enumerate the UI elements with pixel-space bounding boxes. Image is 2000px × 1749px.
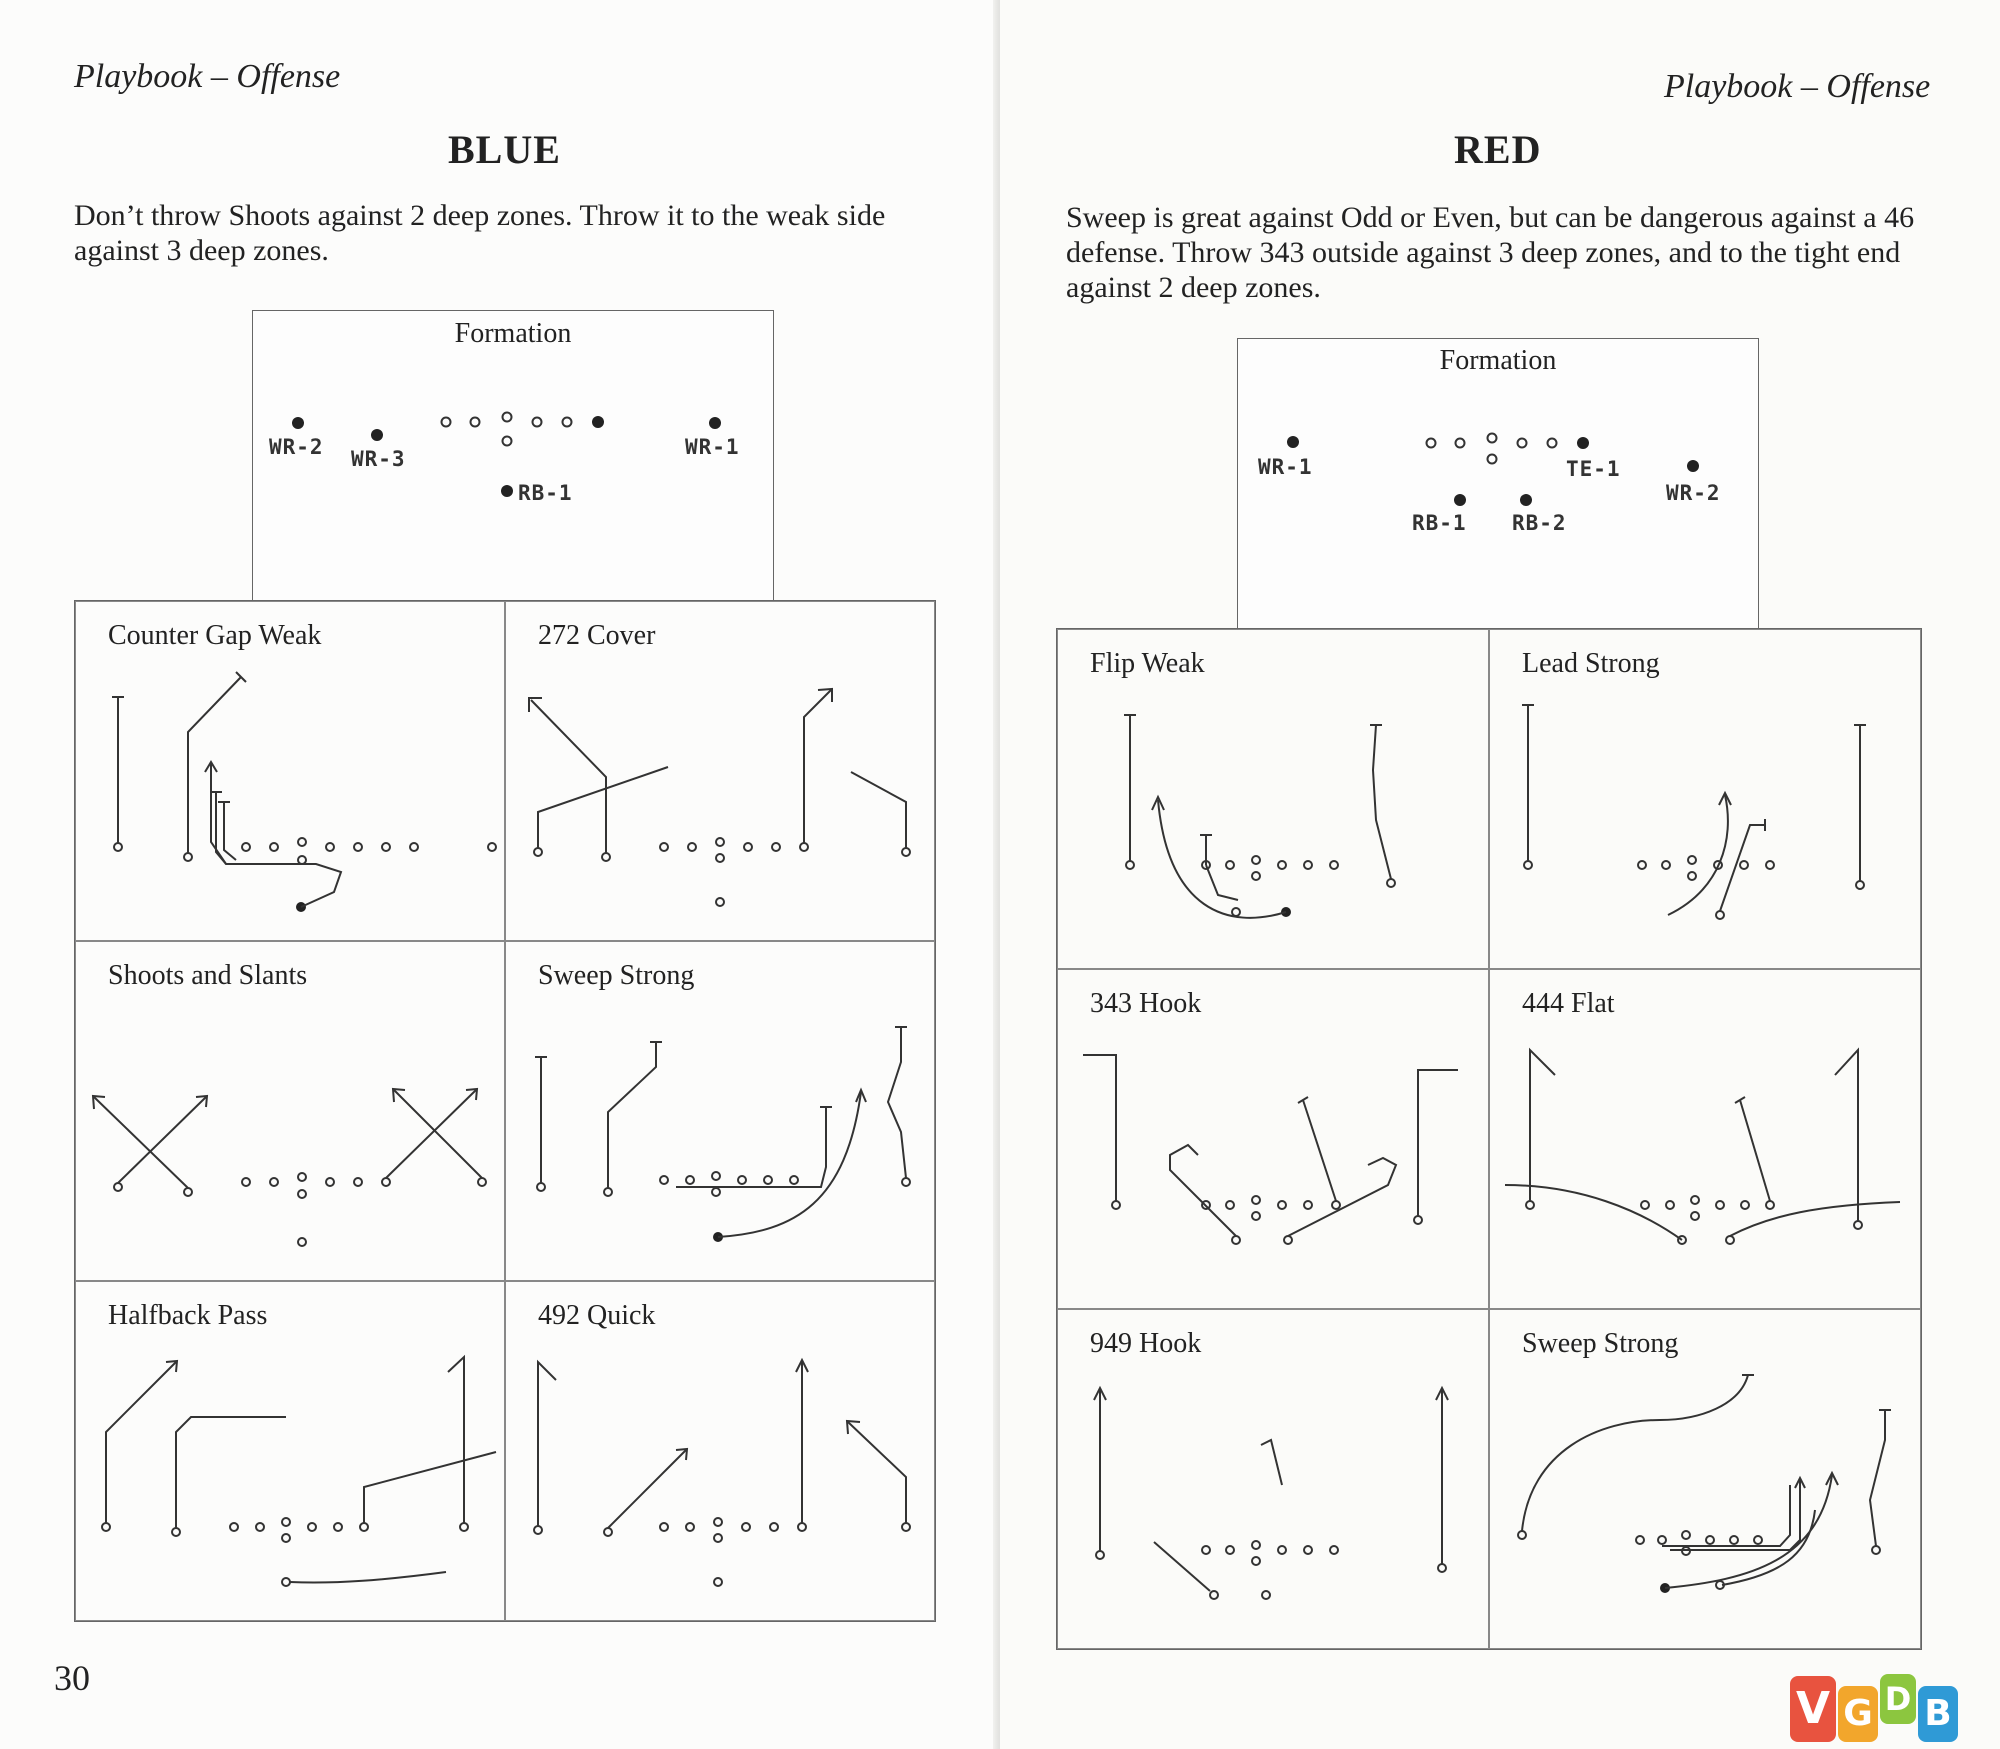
play-cell: Sweep Strong — [505, 941, 935, 1281]
play-diagram — [528, 687, 911, 907]
play-cell: Flip Weak — [1057, 629, 1489, 969]
formation-position-label: RB-1 — [518, 481, 573, 505]
play-cell: Sweep Strong — [1489, 1309, 1921, 1649]
play-diagram — [101, 1354, 497, 1587]
play-cell: Shoots and Slants — [75, 941, 505, 1281]
play-cell: Lead Strong — [1489, 629, 1921, 969]
play-name: 492 Quick — [538, 1300, 656, 1331]
watermark-letter: V — [1790, 1676, 1836, 1742]
right-page-header: Playbook – Offense — [1664, 68, 1931, 105]
play-diagram — [535, 1026, 911, 1242]
page-number: 30 — [54, 1658, 90, 1698]
formation-position-label: WR-2 — [1666, 481, 1721, 505]
formation-position-label: RB-2 — [1512, 511, 1567, 535]
right-page-title: RED — [1454, 127, 1542, 172]
right-formation-diagram — [1287, 432, 1699, 506]
formation-position-label: WR-1 — [1258, 455, 1313, 479]
play-cell: 949 Hook — [1057, 1309, 1489, 1649]
play-cell: 272 Cover — [505, 601, 935, 941]
play-name: Halfback Pass — [108, 1300, 268, 1331]
left-plays-grid: Counter Gap Weak 272 Cover — [74, 600, 936, 1622]
play-name: Sweep Strong — [538, 960, 695, 991]
right-plays-grid: Flip Weak Lead Strong 3 — [1056, 628, 1922, 1650]
play-diagram — [112, 671, 497, 912]
watermark-letter: G — [1838, 1686, 1878, 1742]
play-cell: 492 Quick — [505, 1281, 935, 1621]
right-formation-box: Formation WR-1 TE-1 WR-2 RB-1 RB-2 — [1237, 338, 1759, 630]
play-name: Counter Gap Weak — [108, 620, 322, 651]
play-name: Sweep Strong — [1522, 1328, 1679, 1359]
right-page-description: Sweep is great against Odd or Even, but … — [1066, 201, 1915, 304]
play-diagram — [1124, 714, 1396, 919]
play-name: 272 Cover — [538, 620, 656, 651]
play-cell: Halfback Pass — [75, 1281, 505, 1621]
play-diagram — [1083, 1054, 1458, 1245]
play-name: Flip Weak — [1090, 648, 1205, 679]
left-formation-box: Formation WR-2 WR-3 WR-1 RB-1 — [252, 310, 774, 602]
formation-position-label: TE-1 — [1566, 457, 1621, 481]
formation-position-label: WR-3 — [351, 447, 406, 471]
play-diagram — [1504, 1047, 1901, 1245]
formation-position-label: WR-2 — [269, 435, 324, 459]
play-cell: Counter Gap Weak — [75, 601, 505, 941]
left-page-header: Playbook – Offense — [74, 58, 341, 95]
play-cell: 444 Flat — [1489, 969, 1921, 1309]
formation-label: Formation — [1439, 345, 1557, 376]
left-page-title: BLUE — [448, 127, 561, 172]
watermark-letter: B — [1918, 1686, 1958, 1742]
formation-position-label: RB-1 — [1412, 511, 1467, 535]
play-name: Lead Strong — [1522, 648, 1660, 679]
left-page: Playbook – Offense BLUE Don’t throw Shoo… — [54, 58, 936, 1698]
formation-label: Formation — [454, 318, 572, 349]
formation-position-label: WR-1 — [685, 435, 740, 459]
play-cell: 343 Hook — [1057, 969, 1489, 1309]
play-name: 343 Hook — [1090, 988, 1202, 1019]
right-page: Playbook – Offense RED Sweep is great ag… — [1000, 0, 2000, 1749]
play-diagram — [1093, 1385, 1449, 1600]
play-name: 444 Flat — [1522, 988, 1615, 1019]
left-formation-diagram — [292, 411, 721, 497]
play-name: 949 Hook — [1090, 1328, 1202, 1359]
play-diagram — [1522, 704, 1866, 920]
play-diagram — [91, 1087, 487, 1247]
watermark-letter: D — [1880, 1674, 1916, 1724]
vgdb-watermark-logo: V G D B — [1790, 1662, 1958, 1742]
left-page-description: Don’t throw Shoots against 2 deep zones.… — [74, 199, 886, 267]
play-diagram — [533, 1357, 911, 1587]
play-diagram — [1517, 1374, 1891, 1593]
play-name: Shoots and Slants — [108, 960, 308, 991]
